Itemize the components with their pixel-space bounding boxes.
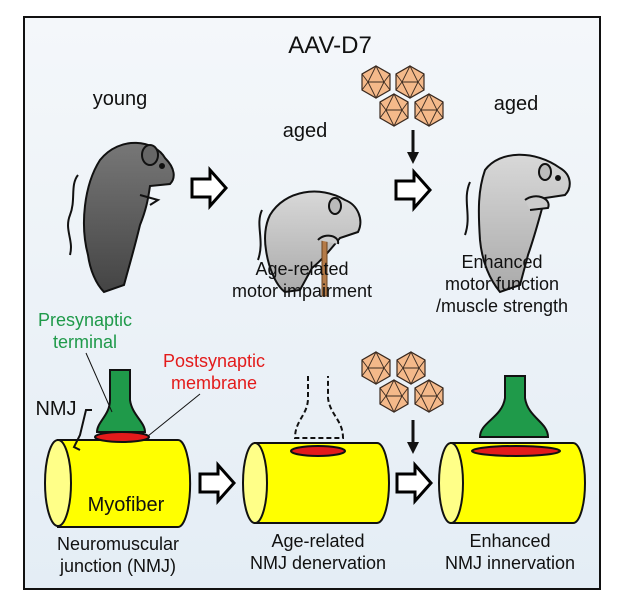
postsynaptic-membrane [290,445,346,457]
presynaptic-label: Presynaptic terminal [38,309,132,353]
presynaptic-terminal [478,375,550,438]
title: AAV-D7 [288,32,372,59]
innervation-caption: Enhanced NMJ innervation [445,530,575,574]
young-mouse-illustration [67,141,175,294]
down-arrow-icon [405,418,421,456]
caption-line: motor impairment [231,281,373,301]
virus-capsid-icon [414,379,444,413]
virus-capsid-icon [396,351,426,385]
caption-line: junction (NMJ) [59,556,177,576]
virus-capsid-icon [379,93,409,127]
virus-capsid-icon [361,351,391,385]
myofiber-normal [44,369,192,528]
caption-line: Age-related [271,531,365,551]
aav-virus-cluster-top [361,65,444,127]
label-line: Postsynaptic [162,351,266,371]
virus-capsid-icon [414,93,444,127]
treatment-arrow-icon [395,463,433,503]
lost-presynaptic-terminal [293,376,345,439]
aged-enhanced-mouse-illustration [464,153,571,294]
postsynaptic-membrane [94,431,150,443]
down-arrow-icon [405,128,421,166]
presynaptic-terminal [95,369,147,433]
postsynaptic-pointer-line [147,393,201,437]
progression-arrow-icon [190,168,228,208]
caption-line: /muscle strength [435,296,569,316]
impairment-caption: Age-related motor impairment [232,258,372,302]
caption-line: NMJ innervation [444,553,576,573]
virus-capsid-icon [379,379,409,413]
nmj-label: NMJ [35,398,77,420]
caption-line: Enhanced [461,252,543,272]
denervation-caption: Age-related NMJ denervation [250,530,386,574]
enhanced-caption: Enhanced motor function /muscle strength [436,251,568,317]
treatment-arrow-icon [394,170,432,210]
label-line: Presynaptic [37,310,133,330]
nmj-bracket [72,409,92,451]
aged-label: aged [493,93,539,115]
myofiber-denervated [242,376,390,524]
myofiber-label: Myofiber [87,494,165,516]
aav-virus-cluster-bottom [361,351,444,413]
caption-line: Age-related [255,259,349,279]
progression-arrow-icon [198,463,236,503]
postsynaptic-membrane [471,445,561,457]
caption-line: Neuromuscular [56,534,180,554]
nmj-caption: Neuromuscular junction (NMJ) [57,533,179,577]
aged-label: aged [282,120,328,142]
young-label: young [92,88,148,110]
caption-line: NMJ denervation [249,553,387,573]
postsynaptic-label: Postsynaptic membrane [163,350,265,394]
caption-line: motor function [444,274,560,294]
virus-capsid-icon [361,65,391,99]
myofiber-innervated [438,375,586,524]
presynaptic-pointer-line [85,352,113,413]
label-line: terminal [52,332,118,352]
caption-line: Enhanced [469,531,551,551]
label-line: membrane [170,373,258,393]
virus-capsid-icon [395,65,425,99]
aged-impaired-mouse-illustration [257,190,362,297]
